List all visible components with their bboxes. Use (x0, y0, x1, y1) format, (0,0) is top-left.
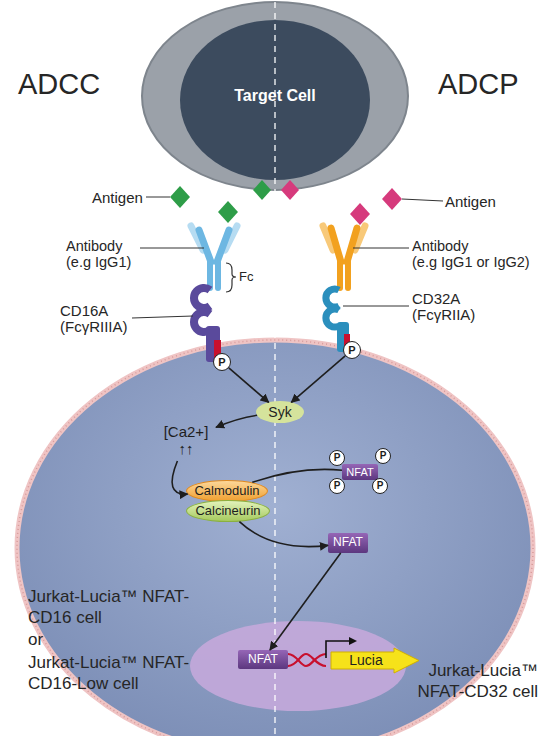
light-chain (355, 226, 365, 250)
antigen-shape (382, 188, 402, 210)
receptor-domain (326, 309, 339, 327)
kinase-node: Syk (256, 401, 304, 423)
connector-arrow (291, 356, 345, 402)
calcium-node: [Ca2+]↑↑ (156, 419, 216, 461)
fc-chain (207, 262, 213, 288)
leader-line (402, 199, 443, 201)
node-text: Lucia (349, 652, 382, 668)
node-text: Target Cell (234, 87, 316, 105)
protein-node: Calcineurin (186, 500, 270, 522)
heavy-chain (347, 228, 357, 262)
light-chain (225, 226, 237, 250)
part-label: Antigen (92, 189, 143, 206)
node-text: ↑↑ (179, 440, 194, 457)
node-text: NFAT (346, 466, 373, 479)
node-text: P (334, 480, 341, 492)
antigen-shape (170, 186, 190, 208)
connector-arrow (252, 469, 342, 482)
antibody-igg (323, 226, 365, 288)
node-text: Syk (268, 404, 291, 420)
leader-line (140, 248, 204, 249)
light-chain (323, 226, 333, 250)
gene-arrow (331, 648, 419, 673)
node-text: P (377, 480, 384, 492)
part-label: CD16A (60, 302, 108, 319)
part-label: Antigen (445, 193, 496, 210)
node-text: P (218, 356, 225, 369)
heavy-chain (199, 230, 211, 262)
heavy-chain (331, 228, 341, 262)
part-label: (e.g IgG1 or IgG2) (412, 254, 530, 271)
node-text: Calmodulin (194, 484, 259, 499)
promoter-arrowhead (349, 637, 357, 645)
connector-arrow (216, 415, 257, 427)
node-text: [Ca2+] (164, 423, 209, 440)
cell-line-label: Jurkat-Lucia™ NFAT-CD16-Low cell (28, 652, 213, 694)
fc-chain (337, 262, 343, 288)
node-text: P (348, 344, 355, 357)
part-label: (e.g IgG1) (66, 254, 131, 271)
phospho-site: P (329, 478, 345, 494)
light-chain (191, 226, 203, 250)
node-text: NFAT (333, 536, 363, 550)
antigen-shape (350, 203, 370, 225)
phospho-site: P (329, 450, 345, 466)
cell-body (142, 2, 408, 190)
reporter-gene: Lucia (330, 647, 420, 674)
cell-line-label: Jurkat-Lucia™ NFAT-CD32 cell (388, 660, 538, 702)
leader-line (343, 306, 409, 307)
receptor-domain (194, 312, 210, 332)
node-text: P (380, 450, 387, 462)
heavy-chain (217, 230, 229, 262)
leader-lines (132, 197, 443, 318)
transcription-factor: NFAT (328, 533, 368, 553)
transcription-factor: NFAT (342, 464, 378, 480)
transcription-factor: NFAT (238, 650, 288, 669)
part-label: (FcγRIIA) (412, 306, 475, 323)
part-label: Antibody (412, 238, 468, 255)
phospho-site: P (343, 341, 361, 359)
leader-line (146, 197, 170, 198)
connector-arrow (239, 522, 328, 547)
leader-line (353, 248, 409, 249)
antigen-shape (218, 201, 238, 223)
section-title: ADCC (18, 68, 100, 101)
dna-strand (288, 654, 326, 666)
node-text: P (334, 452, 341, 464)
phospho-site: P (375, 448, 391, 464)
leader-line (132, 316, 193, 318)
cell-line-label: or (28, 630, 43, 650)
receptor-domain (326, 289, 339, 307)
phospho-site: P (213, 353, 231, 371)
part-label: CD32A (412, 290, 460, 307)
cell-nucleus (190, 621, 406, 711)
part-label: Fc (239, 269, 253, 284)
antibody-igg1 (191, 226, 237, 288)
dna-strand (288, 654, 326, 666)
fc-bracket (226, 263, 236, 292)
phospho-site: P (372, 478, 388, 494)
node-text: Calcineurin (195, 504, 260, 519)
section-title: ADCP (438, 68, 519, 101)
fc-chain (215, 262, 221, 288)
receptor-domain (194, 288, 210, 308)
node-text: NFAT (248, 653, 278, 667)
target-cell: Target Cell (140, 0, 410, 192)
cell-nucleus (180, 20, 370, 180)
cell-line-label: Jurkat-Lucia™ NFAT-CD16 cell (28, 586, 213, 628)
protein-node: Calmodulin (186, 480, 268, 502)
part-label: Antibody (66, 238, 122, 255)
connector-arrow (270, 553, 341, 650)
part-label: (FcγRIIIA) (60, 318, 128, 335)
fc-chain (345, 262, 351, 288)
connector-arrow (229, 368, 269, 402)
